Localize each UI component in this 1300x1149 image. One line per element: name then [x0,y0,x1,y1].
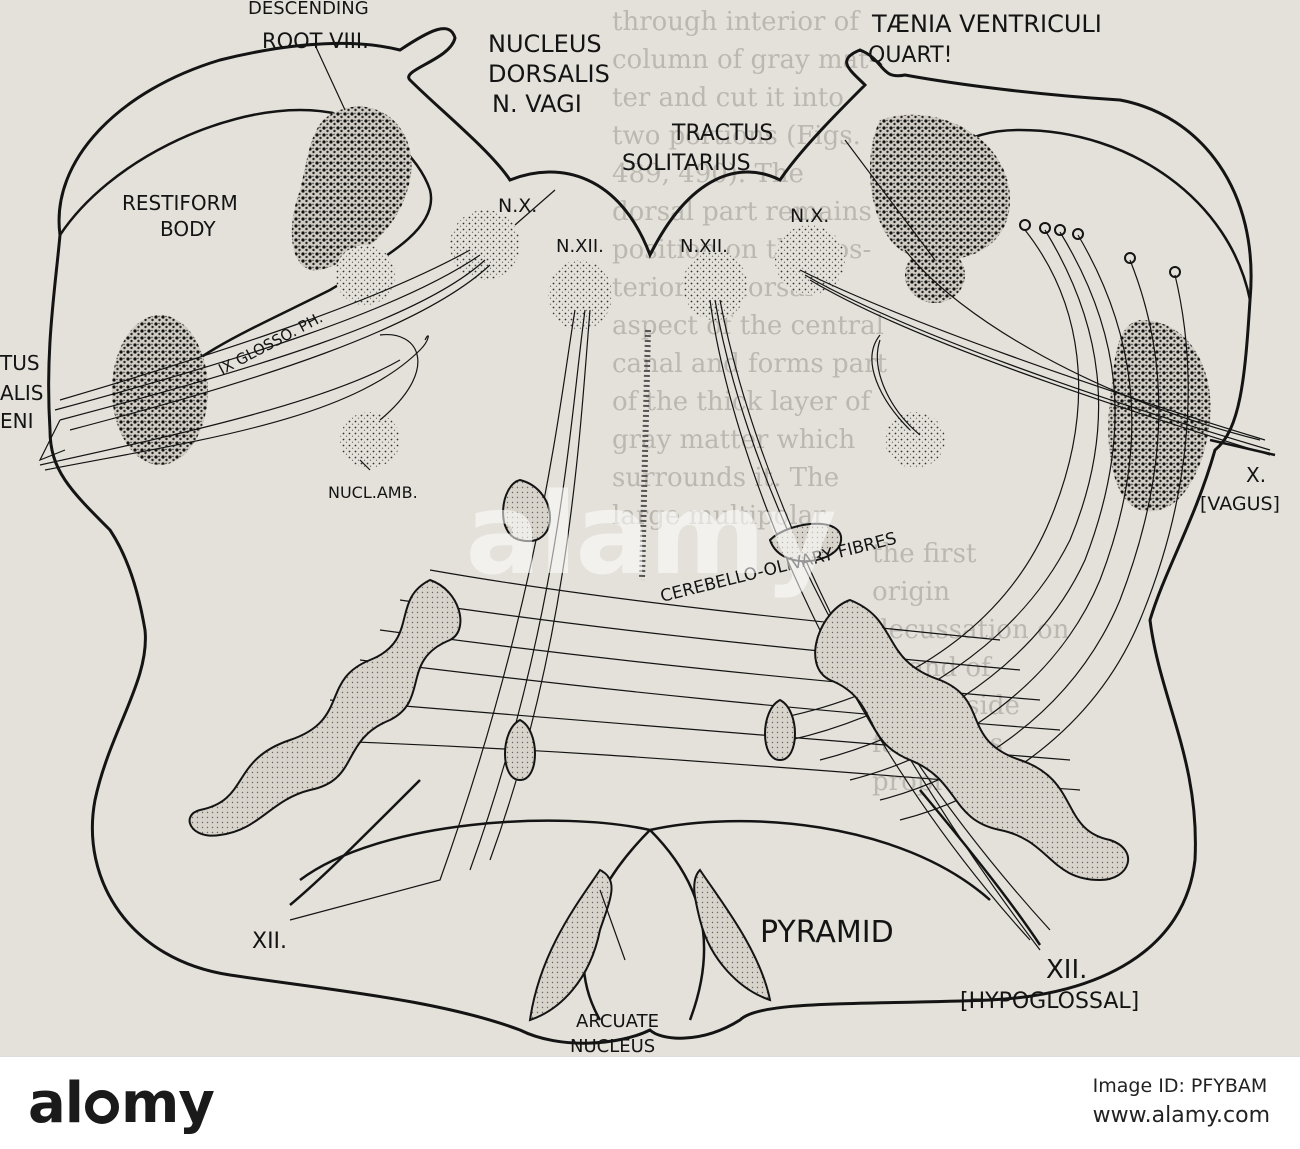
label-tractus-spinalis-2: ALIS [0,381,43,405]
background-text-line: ter and cut it into [612,83,844,113]
descending-root-stipple [291,106,412,271]
background-text-line: aspect of the central [612,311,884,341]
background-text-line: the first [872,539,977,569]
label-nx-left: N.X. [498,195,537,217]
label-vagus-2: [VAGUS] [1200,493,1280,515]
site-link[interactable]: www.alamy.com [1092,1103,1270,1128]
label-descending-root-2: ROOT VIII. [262,29,369,53]
background-text-line: gray matter which [612,425,856,455]
background-text-line: dorsal part remains in [612,197,905,227]
label-tractus-spinalis-1: TUS [0,351,40,375]
label-pyramid: PYRAMID [760,915,894,950]
label-taenia-1: TÆNIA VENTRICULI [871,10,1102,38]
background-text-line: column of gray mat- [612,45,877,75]
label-tractus-spinalis-3: ENI [0,409,34,433]
background-text-line: two portions (Figs. [612,121,861,151]
label-arcuate-1: ARCUATE [576,1011,659,1032]
nucleus-ambiguus-right [885,412,945,468]
label-xii-right: XII. [1046,955,1087,985]
label-nx-right: N.X. [790,205,829,227]
logo-text-right: my [120,1071,215,1136]
label-taenia-2: QUART! [868,43,952,68]
background-text-line: origin [872,577,950,607]
label-nucleus-dorsalis-3: N. VAGI [492,90,582,118]
watermark: alamy [465,470,836,600]
background-text-line: surrounds it. The [612,463,839,493]
label-restiform-2: BODY [160,217,216,241]
tractus-solitarius-stipple-right [870,114,1010,260]
label-nxii-right: N.XII. [680,236,728,257]
label-vagus-1: X. [1246,463,1266,487]
label-tractus-solitarius-1: TRACTUS [671,121,773,146]
tractus-solitarius-nucleus-right [905,247,965,303]
medulla-outline [47,27,1253,1045]
label-descending-root-1: DESCENDING [248,0,369,19]
tractus-spinalis-stipple [112,315,208,465]
median-raphe [639,329,651,581]
medulla-diagram: through interior of column of gray mat-te… [0,0,1280,1056]
background-text-line: through interior of [612,7,861,37]
olivary-nuclei [188,478,1130,1022]
footer-info: Image ID: PFYBAM www.alamy.com [1093,1075,1270,1128]
nucleus-ambiguus-left [340,412,400,468]
label-nucleus-dorsalis-1: NUCLEUS [488,30,602,58]
label-nxii-left: N.XII. [556,236,604,257]
nucleus-x-right [775,225,845,295]
pyramid-outline [299,819,991,901]
label-hypoglossal: [HYPOGLOSSAL] [960,989,1139,1014]
leader-lines [38,44,1276,961]
scanned-page: through interior of column of gray mat-te… [0,0,1280,1056]
label-tractus-solitarius-2: SOLITARIUS [622,151,751,176]
nucleus-xii-right [683,250,747,320]
nucleus-x-left-small [335,245,395,305]
label-nucl-amb: NUCL.AMB. [328,483,418,502]
label-restiform-1: RESTIFORM [122,191,238,215]
left-restiform-outline [58,108,433,391]
logo-ring-icon [84,1090,119,1124]
nucleus-xii-left [548,260,612,330]
label-xii-left: XII. [252,929,287,954]
background-text-line: canal and forms part [612,349,888,379]
label-arcuate-2: NUCLEUS [570,1036,655,1056]
image-id: Image ID: PFYBAM [1092,1075,1268,1097]
vagus-root-endings [1019,219,1181,278]
label-nucleus-dorsalis-2: DORSALIS [488,60,610,88]
logo-text-left: al [28,1071,84,1136]
